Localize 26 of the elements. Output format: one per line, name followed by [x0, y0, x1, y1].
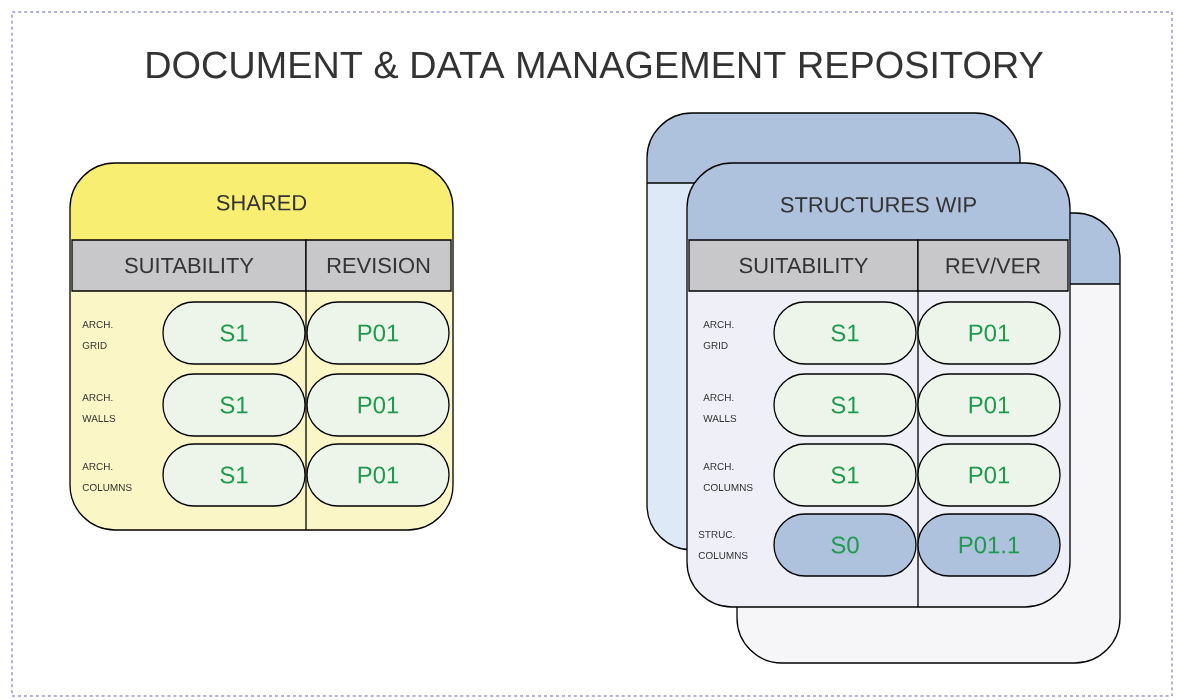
value-pill: P01: [917, 301, 1061, 365]
value-pill: P01.1: [917, 513, 1061, 577]
row-label: ARCH. WALLS: [703, 394, 737, 422]
column-header: REV/VER: [917, 239, 1069, 292]
value-pill: P01: [306, 301, 450, 365]
value-pill: S1: [773, 301, 917, 365]
node-label: STRUCTURES WIP: [780, 196, 976, 213]
value-pill: S1: [162, 373, 306, 437]
row-label: ARCH. GRID: [703, 321, 734, 349]
row-label: ARCH. WALLS: [82, 394, 116, 422]
value-pill: P01: [917, 373, 1061, 437]
value-pill: S1: [773, 443, 917, 507]
row-label: ARCH. COLUMNS: [703, 463, 753, 491]
value-pill: P01: [306, 443, 450, 507]
row-label: STRUC. COLUMNS: [698, 531, 748, 559]
value-pill: S1: [162, 443, 306, 507]
value-pill: S1: [773, 373, 917, 437]
column-header: SUITABILITY: [688, 239, 919, 292]
column-header: SUITABILITY: [71, 239, 307, 292]
row-label: ARCH. GRID: [82, 321, 113, 349]
value-pill: S0: [773, 513, 917, 577]
column-header: REVISION: [305, 239, 452, 292]
row-label: ARCH. COLUMNS: [82, 463, 132, 491]
value-pill: P01: [306, 373, 450, 437]
value-pill: S1: [162, 301, 306, 365]
value-pill: P01: [917, 443, 1061, 507]
